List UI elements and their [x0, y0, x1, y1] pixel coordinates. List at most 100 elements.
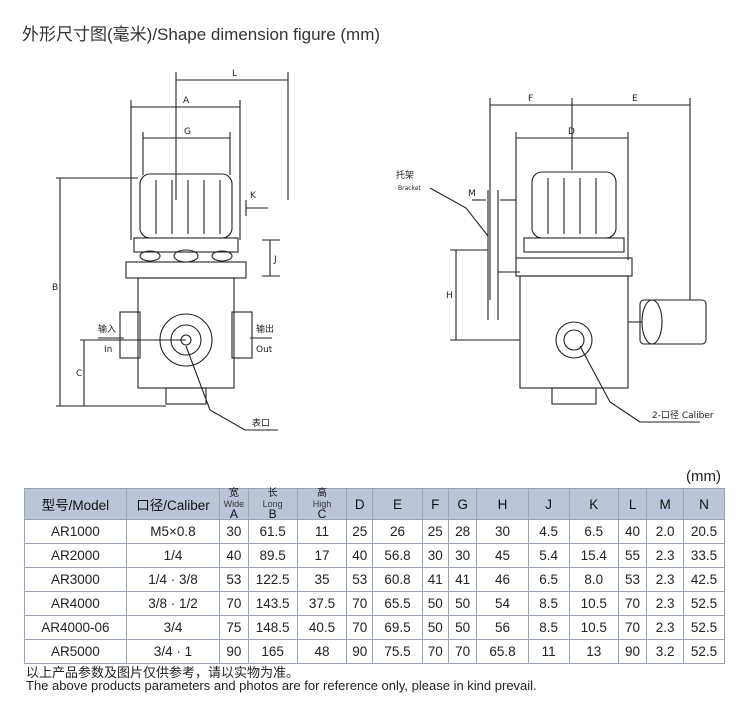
table-cell: 70: [421, 639, 449, 664]
label-L: L: [232, 69, 237, 79]
label-D: D: [568, 127, 575, 137]
table-cell: 70: [447, 639, 478, 664]
table-cell: 40: [219, 543, 249, 568]
table-cell: AR1000: [24, 519, 127, 544]
label-H: H: [446, 291, 453, 301]
table-cell: 42.5: [682, 567, 726, 592]
table-cell: 30: [447, 543, 478, 568]
header-k: K: [568, 488, 619, 520]
table-cell: 30: [219, 519, 249, 544]
label-K: K: [250, 191, 257, 201]
table-cell: M5×0.8: [125, 519, 221, 544]
table-cell: AR2000: [24, 543, 127, 568]
table-cell: 20.5: [682, 519, 726, 544]
table-cell: 52.5: [682, 639, 726, 664]
table-cell: 70: [346, 591, 374, 616]
table-cell: 143.5: [247, 591, 298, 616]
table-cell: 70: [617, 615, 648, 640]
table-cell: 37.5: [296, 591, 348, 616]
table-cell: 5.4: [527, 543, 570, 568]
table-cell: 148.5: [247, 615, 298, 640]
table-cell: 69.5: [372, 615, 423, 640]
header-m: M: [646, 488, 684, 520]
label-A: A: [183, 96, 190, 106]
table-cell: 52.5: [682, 615, 726, 640]
table-cell: 165: [247, 639, 298, 664]
table-cell: AR4000: [24, 591, 127, 616]
table-cell: 54: [476, 591, 529, 616]
table-cell: 1/4 · 3/8: [125, 567, 221, 592]
table-cell: 2.3: [646, 543, 684, 568]
table-header-row: 型号/Model 口径/Caliber 宽 Wide A 长 Long B 高 …: [24, 488, 726, 521]
table-cell: 1/4: [125, 543, 221, 568]
table-cell: 48: [296, 639, 348, 664]
table-cell: 3/4: [125, 615, 221, 640]
header-b-letter: B: [268, 507, 277, 521]
header-g: G: [447, 488, 478, 520]
bracket-label-en: Bracket: [398, 185, 422, 192]
gauge-port-label: 表口: [252, 417, 270, 429]
header-c-letter: C: [317, 507, 327, 521]
table-cell: 17: [296, 543, 348, 568]
inlet-label-cn: 输入: [98, 323, 116, 335]
label-J: J: [273, 255, 277, 265]
table-cell: 53: [617, 567, 648, 592]
table-cell: 122.5: [247, 567, 298, 592]
table-cell: 10.5: [568, 615, 619, 640]
table-cell: AR4000-06: [24, 615, 127, 640]
table-cell: 61.5: [247, 519, 298, 544]
table-cell: 90: [346, 639, 374, 664]
table-cell: 15.4: [568, 543, 619, 568]
table-cell: 35: [296, 567, 348, 592]
header-h: H: [476, 488, 529, 520]
table-cell: 11: [296, 519, 348, 544]
table-cell: 8.0: [568, 567, 619, 592]
table-cell: 50: [421, 591, 449, 616]
table-cell: 25: [421, 519, 449, 544]
table-cell: 41: [421, 567, 449, 592]
label-G: G: [184, 127, 191, 137]
table-cell: 28: [447, 519, 478, 544]
table-cell: 11: [527, 639, 570, 664]
table-cell: 75: [219, 615, 249, 640]
table-cell: 6.5: [527, 567, 570, 592]
table-cell: 70: [617, 591, 648, 616]
bracket-label-cn: 托架: [396, 169, 414, 181]
dimension-drawing: L A G K J B C 输入 In 输出 Out 表口 F E D M H …: [52, 69, 714, 431]
table-cell: 90: [219, 639, 249, 664]
header-n: N: [682, 488, 726, 520]
table-cell: 89.5: [247, 543, 298, 568]
table-cell: 2.0: [646, 519, 684, 544]
table-cell: 56: [476, 615, 529, 640]
table-cell: 26: [372, 519, 423, 544]
table-cell: 65.8: [476, 639, 529, 664]
outlet-label-en: Out: [256, 345, 273, 355]
table-cell: 8.5: [527, 615, 570, 640]
table-cell: 50: [447, 615, 478, 640]
header-j: J: [527, 488, 570, 520]
table-cell: 53: [219, 567, 249, 592]
table-cell: 90: [617, 639, 648, 664]
table-cell: 70: [219, 591, 249, 616]
table-cell: 25: [346, 519, 374, 544]
header-a-cn: 宽: [228, 488, 239, 499]
table-cell: 8.5: [527, 591, 570, 616]
table-cell: 10.5: [568, 591, 619, 616]
table-cell: 50: [421, 615, 449, 640]
table-cell: 40: [346, 543, 374, 568]
table-cell: 65.5: [372, 591, 423, 616]
outlet-label-cn: 输出: [256, 323, 274, 335]
table-cell: 30: [476, 519, 529, 544]
table-cell: 3.2: [646, 639, 684, 664]
table-cell: AR5000: [24, 639, 127, 664]
header-d: D: [346, 488, 374, 520]
table-cell: AR3000: [24, 567, 127, 592]
header-f: F: [421, 488, 449, 520]
table-cell: 3/8 · 1/2: [125, 591, 221, 616]
